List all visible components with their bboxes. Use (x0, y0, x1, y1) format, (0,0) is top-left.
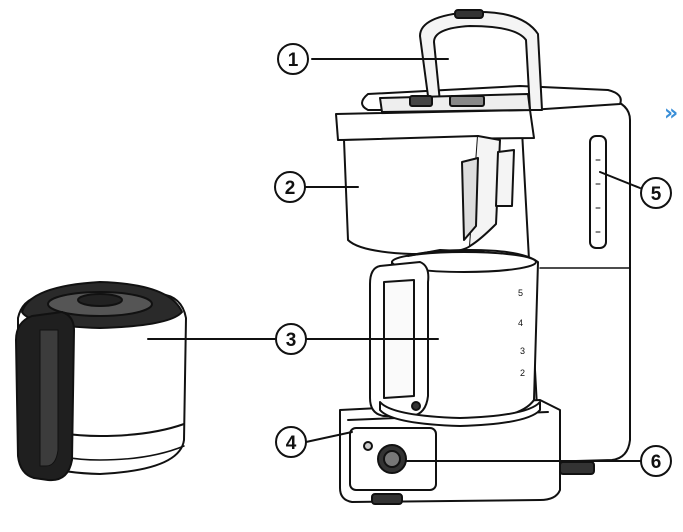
callout-4: 4 (275, 426, 307, 458)
svg-text:4: 4 (518, 318, 523, 328)
callout-number-4: 4 (286, 433, 297, 454)
chevron-right-icon[interactable]: » (664, 101, 679, 126)
callout-1: 1 (277, 43, 309, 75)
callout-6: 6 (640, 445, 672, 477)
callout-number-1: 1 (288, 50, 299, 71)
callout-5: 5 (640, 177, 672, 209)
coffee-maker: 5 4 3 2 (335, 9, 631, 505)
callout-number-2: 2 (285, 178, 296, 199)
svg-text:3: 3 (520, 346, 525, 356)
callout-number-5: 5 (651, 184, 662, 205)
leader-line-5 (599, 171, 641, 189)
leader-line-4 (305, 431, 353, 443)
callout-2: 2 (274, 171, 306, 203)
callout-3: 3 (275, 323, 307, 355)
thermal-carafe (15, 281, 187, 482)
svg-text:2: 2 (520, 368, 525, 378)
callout-number-3: 3 (286, 330, 297, 351)
svg-text:5: 5 (518, 288, 523, 298)
callout-number-6: 6 (651, 452, 662, 473)
